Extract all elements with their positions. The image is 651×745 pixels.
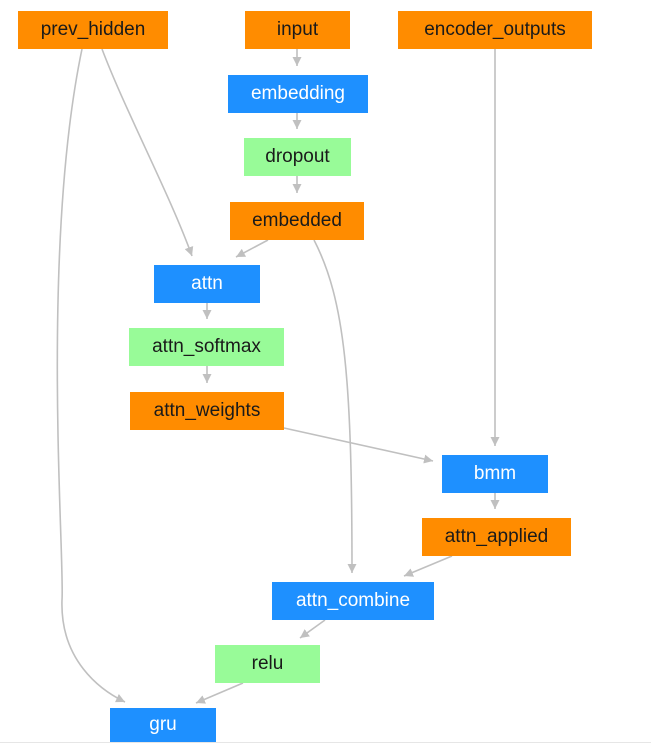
node-label: embedding	[250, 83, 346, 104]
node-attn: attn	[154, 265, 260, 303]
node-label: prev_hidden	[40, 19, 146, 40]
node-label: gru	[149, 714, 177, 735]
node-embedding: embedding	[228, 75, 368, 113]
node-gru: gru	[110, 708, 216, 742]
node-label: bmm	[473, 463, 517, 484]
edge-prev-hidden-to-gru	[56, 48, 126, 703]
node-attn-weights: attn_weights	[130, 392, 284, 430]
node-label: embedded	[252, 210, 342, 231]
node-attn-combine: attn_combine	[272, 582, 434, 620]
node-bmm: bmm	[442, 455, 548, 493]
node-input: input	[245, 11, 350, 49]
node-embedded: embedded	[230, 202, 364, 240]
node-dropout: dropout	[244, 138, 351, 176]
node-label: encoder_outputs	[424, 19, 566, 40]
edge-relu-to-gru	[195, 682, 244, 704]
node-encoder-outputs: encoder_outputs	[398, 11, 592, 49]
edge-attn-applied-to-attn-combine	[403, 555, 453, 577]
node-prev-hidden: prev_hidden	[18, 11, 168, 49]
node-label: attn	[191, 273, 223, 294]
edge-prev-hidden-to-attn	[101, 48, 194, 257]
node-label: attn_combine	[295, 590, 411, 611]
node-attn-softmax: attn_softmax	[129, 328, 284, 366]
edge-embedded-to-attn	[235, 239, 269, 258]
node-relu: relu	[215, 645, 320, 683]
edge-embedded-to-attn-combine	[313, 239, 357, 574]
bottom-divider	[0, 742, 651, 743]
edge-attn-combine-to-relu	[299, 619, 326, 639]
node-label: dropout	[265, 146, 330, 167]
node-label: attn_softmax	[152, 336, 261, 357]
edge-attn-weights-to-bmm	[283, 427, 434, 464]
node-label: input	[276, 19, 319, 40]
node-label: attn_weights	[153, 400, 261, 421]
node-attn-applied: attn_applied	[422, 518, 571, 556]
node-label: relu	[251, 653, 284, 674]
node-label: attn_applied	[444, 526, 549, 547]
